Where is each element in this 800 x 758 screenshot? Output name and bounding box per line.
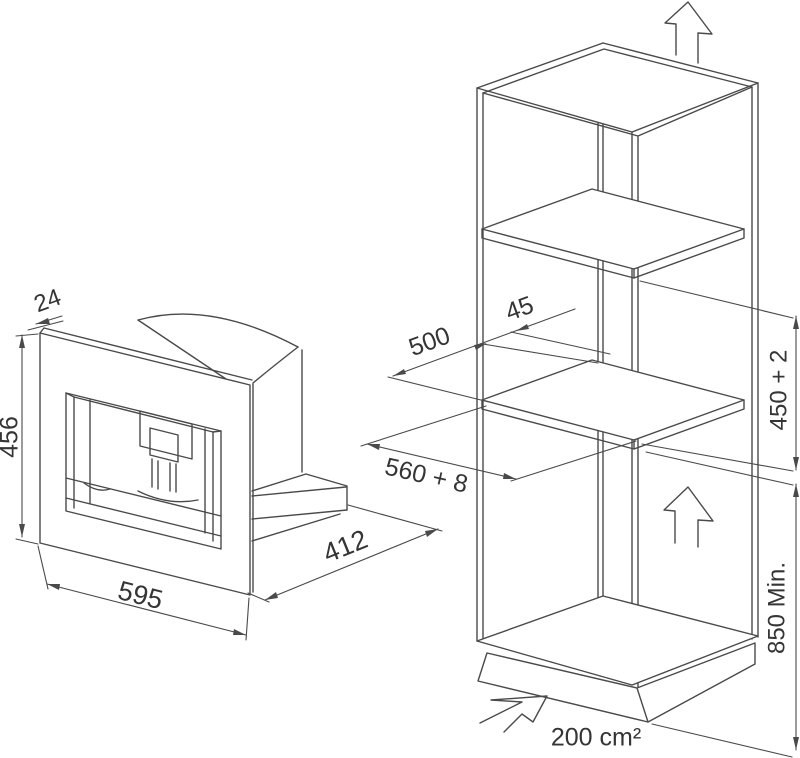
dim-500-ext-left [387,376,490,403]
machine-plinth-front-top [251,486,347,497]
dim-595-ext-left [37,545,49,590]
dim-456-arrow-bottom [19,524,25,537]
tray-arc-left [83,482,111,491]
cabinet-drawing [476,1,759,733]
middle-shelf-right-edge [633,399,745,450]
middle-shelf [481,359,745,441]
dim-label-min-install-height: 850 Min. [763,562,790,654]
dim-500-arrow-right [474,343,487,350]
dim-label-appliance-height: 456 [0,416,24,458]
dim-560-ext-right [510,440,637,482]
tray-top-edge [65,477,222,517]
fascia-top-edge [39,327,253,381]
cabinet-top-rim-inner [482,48,753,137]
fascia-panel [39,332,251,596]
dim-850-arrow-top [793,484,799,497]
dim-412-arrow-left [265,592,278,600]
dim-450-arrow-bottom [793,457,799,470]
dim-500-45-line [392,308,576,377]
dim-500-arrow-left [393,369,406,376]
dim-label-appliance-width: 595 [115,575,166,615]
dim-412-line [264,528,439,601]
dim-850-arrow-bottom [793,737,799,750]
dim-label-vent-area: 200 cm² [551,724,641,752]
dim-label-niche-width: 560 + 8 [382,453,470,499]
airflow-up-arrow-inside [663,486,714,548]
dim-45-ext-right [510,331,611,355]
dim-595-line [46,583,247,636]
dim-560-line [366,443,517,480]
machine-plinth-front-bottom [251,509,348,520]
dim-24-ext [27,320,64,331]
dim-456-ext-top [15,333,39,337]
tray-arc-center [137,490,199,503]
middle-shelf-front-edge [481,399,635,450]
dim-412-ext-right [347,504,443,532]
upper-shelf [481,188,745,270]
dim-450-ext-bottom [641,443,794,472]
machine-plinth-top [251,473,348,511]
airflow-up-arrow-top [664,1,713,64]
upper-shelf-front-edge [481,228,635,279]
air-intake-arrow [479,695,548,733]
spout-nozzle [149,427,179,463]
dim-595-ext-right [245,597,250,641]
dim-560-arrow-left [367,444,380,450]
dim-label-niche-height: 450 + 2 [765,350,792,431]
dim-45-arrow [516,324,529,331]
spout-housing [139,410,193,460]
cabinet-plinth-right [636,642,756,723]
dim-456-arrow-top [19,335,25,348]
cabinet-floor [476,595,759,686]
dim-560-ext-left [360,405,487,447]
dim-595-arrow-right [233,629,246,635]
niche-reveal-top [65,392,222,433]
dim-850-ext-bottom [651,723,793,758]
dim-450-ext-top [639,280,794,319]
dim-label-panel-thickness: 24 [30,284,64,319]
dim-24-arrow [36,318,50,324]
dim-850-ext-top [645,451,794,486]
dim-450-arrow-top [793,316,799,329]
dim-456-ext-bottom [15,538,39,545]
dim-595-arrow-left [47,584,60,590]
machine-top-right-edge [252,346,299,384]
machine-top-curve [137,313,299,348]
appliance-drawing [39,313,348,596]
dim-412-arrow-right [425,529,438,537]
dim-label-rear-gap: 45 [502,291,538,327]
machine-plinth-base-line [251,513,341,542]
upper-shelf-right-edge [633,228,745,279]
dim-560-arrow-right [503,473,516,479]
dim-500-ext-right [482,343,599,364]
cabinet-top-rim [476,42,759,133]
dim-label-appliance-depth: 412 [319,524,372,569]
tray-bottom-edge [65,497,222,537]
dim-412-ext-left [247,592,270,603]
